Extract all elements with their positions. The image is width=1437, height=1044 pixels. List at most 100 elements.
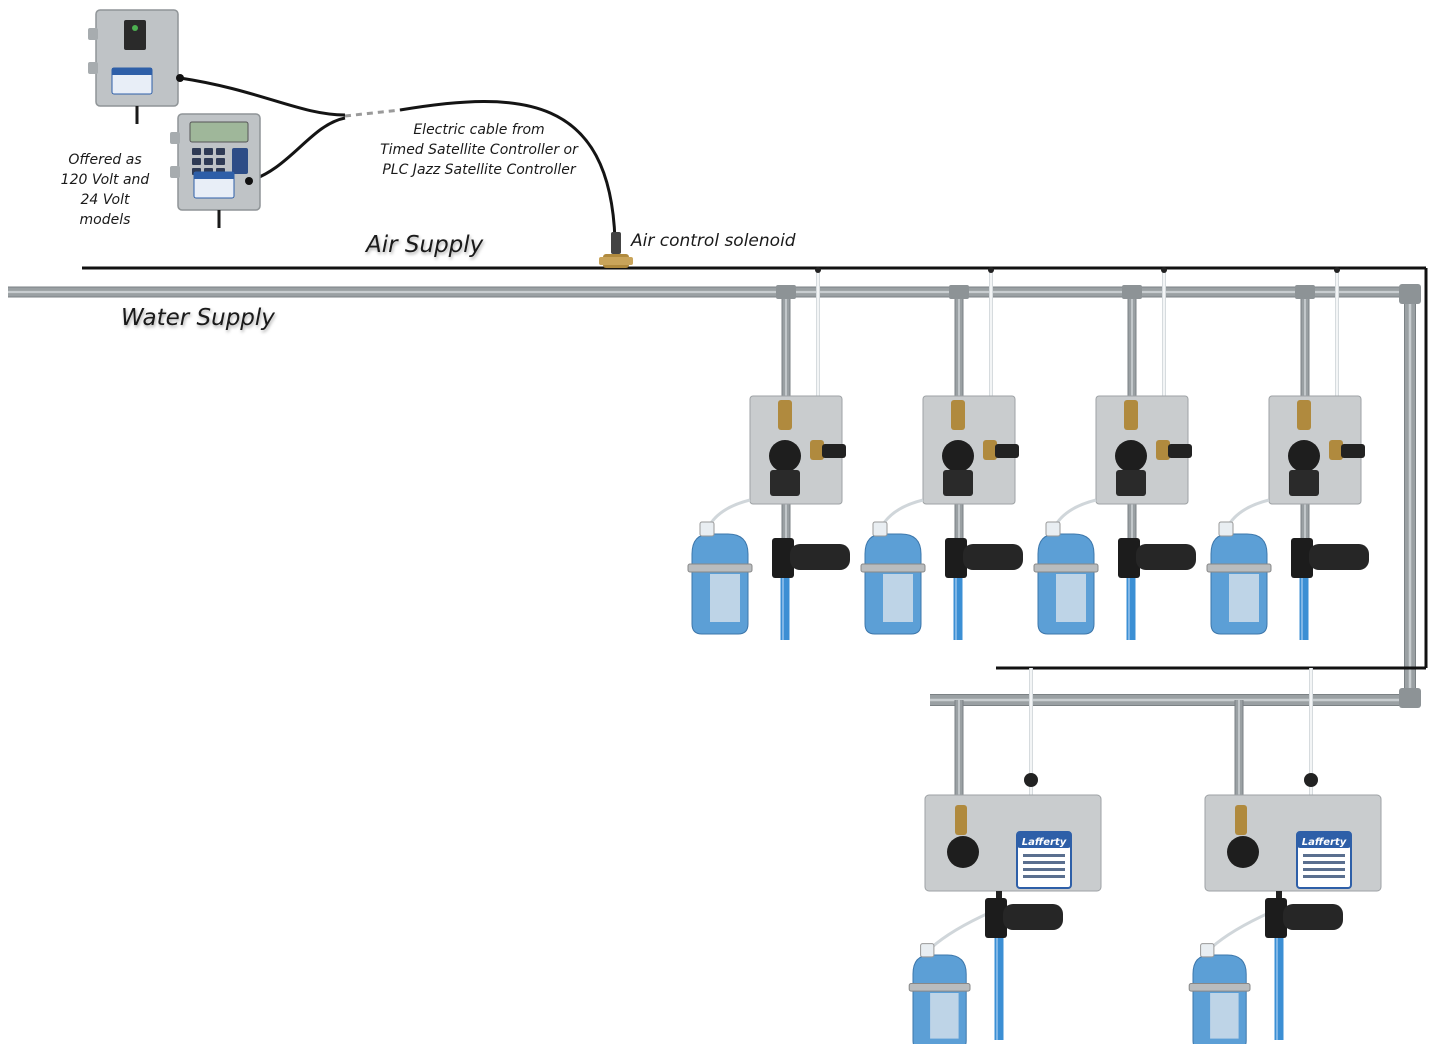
chemical-pickup-tube bbox=[929, 910, 992, 950]
jug-cap bbox=[1200, 943, 1215, 958]
brass-valve bbox=[1235, 805, 1247, 835]
chemical-jug-icon bbox=[1033, 521, 1099, 635]
foam-nozzle-icon bbox=[1291, 538, 1369, 578]
air-valve bbox=[1341, 444, 1365, 458]
label-text-line bbox=[1023, 875, 1065, 878]
controller-keypad-panel bbox=[232, 148, 248, 174]
chemical-jug-icon bbox=[860, 521, 926, 635]
chemical-jug-icon bbox=[687, 521, 753, 635]
jug-bracket bbox=[860, 563, 926, 573]
jug-bracket bbox=[1206, 563, 1272, 573]
chemical-jug-icon bbox=[908, 943, 971, 1044]
air-gauge bbox=[1024, 773, 1038, 787]
dispenser-unit-icon bbox=[1225, 395, 1365, 529]
jug-bracket bbox=[908, 983, 971, 992]
label-text-line bbox=[1303, 868, 1345, 871]
label-text-line bbox=[1303, 875, 1345, 878]
controller-indicator bbox=[132, 25, 138, 31]
electric-cable bbox=[399, 100, 617, 241]
air-valve bbox=[995, 444, 1019, 458]
nozzle-barrel bbox=[1003, 904, 1063, 930]
jug-label bbox=[1056, 574, 1086, 622]
jug-cap bbox=[920, 943, 935, 958]
tee-fitting bbox=[949, 285, 969, 299]
cable-connector bbox=[245, 177, 253, 185]
label-text-line bbox=[1023, 854, 1065, 857]
lafferty-label-header bbox=[1297, 832, 1351, 848]
nozzle-body bbox=[945, 538, 967, 578]
jug-label bbox=[883, 574, 913, 622]
dispenser-unit-icon: Lafferty bbox=[924, 773, 1102, 950]
injector-body bbox=[943, 470, 973, 496]
brass-fitting bbox=[810, 440, 824, 460]
controller-latch bbox=[170, 132, 180, 144]
jug-bracket bbox=[687, 563, 753, 573]
controller-key bbox=[204, 148, 213, 155]
brass-fitting bbox=[1329, 440, 1343, 460]
nozzle-barrel bbox=[1283, 904, 1343, 930]
regulator-knob bbox=[942, 440, 974, 472]
nozzle-body bbox=[1291, 538, 1313, 578]
controller-key bbox=[216, 148, 225, 155]
controller-lcd bbox=[189, 121, 249, 143]
air-tap bbox=[1334, 267, 1340, 273]
chemical-jug-icon bbox=[1206, 521, 1272, 635]
foam-nozzle-icon bbox=[772, 538, 850, 578]
brass-valve bbox=[951, 400, 965, 430]
regulator-knob bbox=[1288, 440, 1320, 472]
air-gauge bbox=[1304, 773, 1318, 787]
controller-box-icon bbox=[88, 9, 179, 124]
regulator-knob bbox=[947, 836, 979, 868]
foam-nozzle-icon bbox=[985, 898, 1063, 938]
air-tap bbox=[988, 267, 994, 273]
jug-bracket bbox=[1033, 563, 1099, 573]
foam-nozzle-icon bbox=[945, 538, 1023, 578]
jug-cap bbox=[1218, 521, 1234, 537]
injector-body bbox=[770, 470, 800, 496]
jug-cap bbox=[872, 521, 888, 537]
label-text-line bbox=[1023, 868, 1065, 871]
electric-cable-label: Electric cable from Timed Satellite Cont… bbox=[380, 122, 578, 178]
label-text-line bbox=[1303, 854, 1345, 857]
controller-switch-panel bbox=[124, 20, 146, 50]
jug-cap bbox=[699, 521, 715, 537]
dispenser-unit-icon bbox=[1052, 395, 1192, 529]
lafferty-brand-text: Lafferty bbox=[1302, 837, 1347, 848]
controller-key bbox=[192, 158, 201, 165]
air-supply-label: Air Supply bbox=[366, 232, 484, 258]
controller-label-brand bbox=[194, 172, 234, 179]
foam-nozzle-icon bbox=[1265, 898, 1343, 938]
pipe-network bbox=[8, 76, 1428, 800]
cable-connector bbox=[176, 74, 184, 82]
air-valve bbox=[822, 444, 846, 458]
regulator-knob bbox=[769, 440, 801, 472]
brass-valve bbox=[1124, 400, 1138, 430]
foam-nozzle-icon bbox=[1118, 538, 1196, 578]
nozzle-barrel bbox=[963, 544, 1023, 570]
brass-valve bbox=[778, 400, 792, 430]
brass-fitting bbox=[983, 440, 997, 460]
chemical-pickup-tube bbox=[1209, 910, 1272, 950]
controller-key bbox=[192, 148, 201, 155]
jug-label bbox=[1210, 993, 1239, 1039]
jug-label bbox=[1229, 574, 1259, 622]
nozzle-barrel bbox=[1309, 544, 1369, 570]
controller-latch bbox=[88, 28, 98, 40]
nozzle-barrel bbox=[1136, 544, 1196, 570]
lafferty-label-header bbox=[1017, 832, 1071, 848]
water-elbow-fitting bbox=[1399, 284, 1421, 304]
electric-cable bbox=[245, 116, 346, 184]
lafferty-brand-text: Lafferty bbox=[1022, 837, 1067, 848]
chemical-jug-icon bbox=[1188, 943, 1251, 1044]
nozzle-body bbox=[772, 538, 794, 578]
tee-fitting bbox=[1295, 285, 1315, 299]
controller-box-lcd-icon bbox=[170, 113, 261, 228]
air-tap bbox=[1161, 267, 1167, 273]
nozzle-barrel bbox=[790, 544, 850, 570]
dispenser-unit-icon: Lafferty bbox=[1204, 773, 1382, 950]
brass-fitting bbox=[1156, 440, 1170, 460]
controllers bbox=[88, 9, 261, 228]
injector-body bbox=[1289, 470, 1319, 496]
tee-fitting bbox=[1122, 285, 1142, 299]
